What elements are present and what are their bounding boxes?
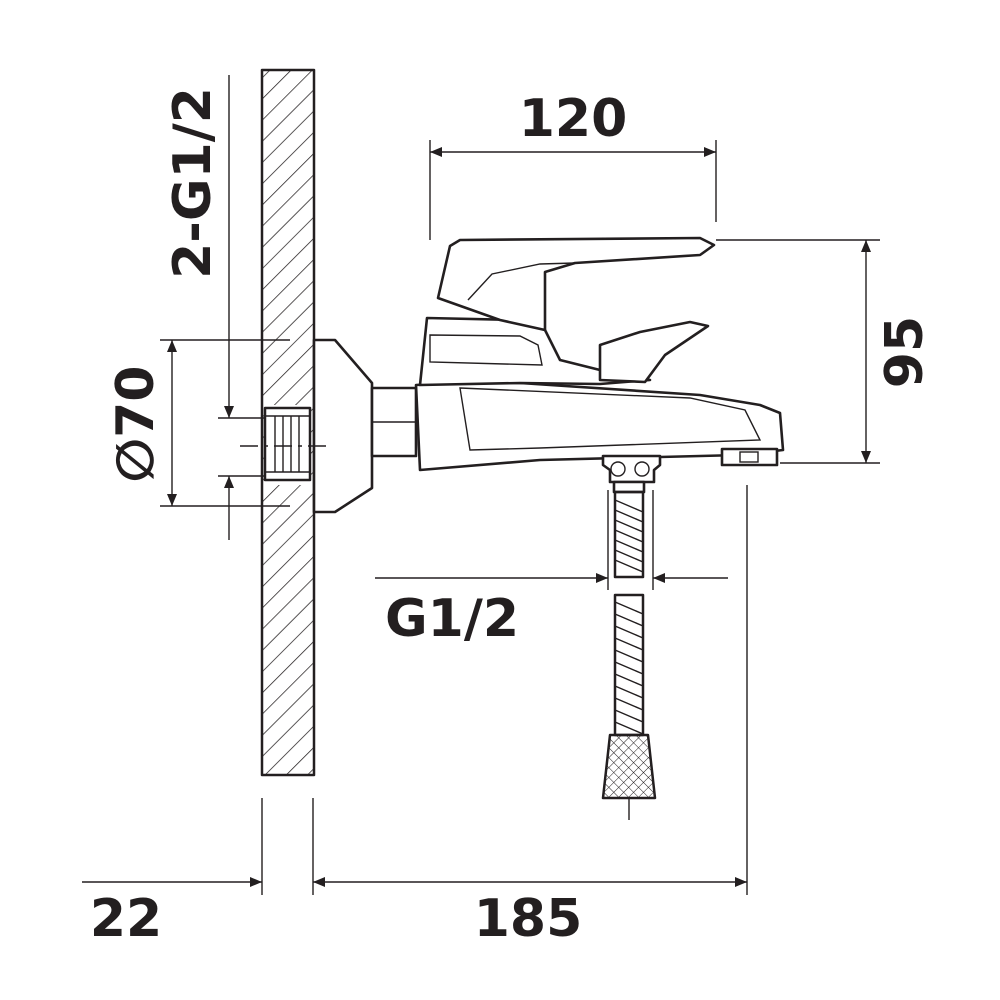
dimension-hose-thread: G1/2 [375,490,728,649]
escutcheon [312,338,418,514]
dimension-inlet-thread: 2-G1/2 [163,75,330,540]
inlet-thread-label: 2-G1/2 [163,87,223,279]
wall-section [260,68,316,777]
dimension-22: 22 [82,798,314,949]
mixer-body [414,316,785,472]
dimension-120: 120 [429,89,717,240]
dimension-22-label: 22 [90,889,162,949]
hose-thread-label: G1/2 [385,589,519,649]
dimension-185-label: 185 [474,889,583,949]
escutcheon-diameter-label: ∅70 [106,366,166,483]
dimension-185: 185 [313,485,748,949]
dimension-70: ∅70 [106,339,290,507]
wall-inlet-fitting [263,406,312,482]
spout-outlet [720,447,779,467]
lever-handle [436,236,716,332]
dimension-95-label: 95 [875,316,935,388]
dimension-120-label: 120 [519,89,628,149]
dimension-95: 95 [716,239,935,464]
diverter-knob [598,320,710,384]
shower-hose [601,454,662,820]
